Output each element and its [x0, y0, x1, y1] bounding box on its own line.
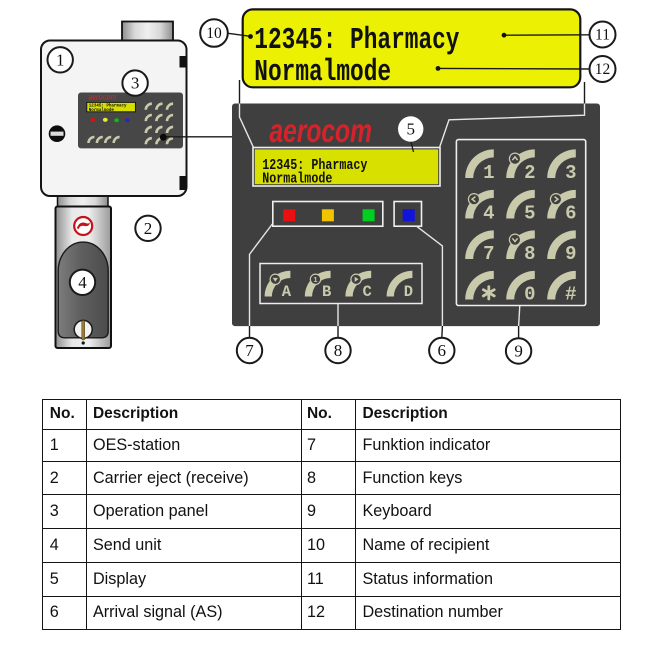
svg-text:1: 1	[483, 162, 494, 184]
svg-text:9: 9	[565, 243, 576, 265]
svg-text:6: 6	[438, 341, 447, 360]
svg-text:11: 11	[595, 27, 610, 44]
svg-text:3: 3	[565, 162, 576, 184]
svg-text:5: 5	[406, 120, 415, 139]
svg-text:6: 6	[565, 203, 576, 225]
svg-text:12345: Pharmacy: 12345: Pharmacy	[254, 23, 459, 58]
svg-text:9: 9	[514, 342, 523, 361]
svg-text:Normalmode: Normalmode	[254, 55, 391, 90]
svg-text:1: 1	[56, 50, 65, 69]
svg-text:2: 2	[144, 219, 153, 238]
svg-text:C: C	[363, 283, 372, 301]
svg-text:7: 7	[245, 341, 254, 360]
svg-text:Normalmode: Normalmode	[89, 108, 115, 113]
svg-text:aerocom: aerocom	[89, 92, 117, 102]
svg-text:12: 12	[595, 61, 611, 78]
svg-text:12345: Pharmacy: 12345: Pharmacy	[262, 157, 367, 174]
svg-text:A: A	[282, 283, 292, 301]
svg-text:#: #	[565, 284, 576, 306]
svg-text:3: 3	[131, 74, 140, 93]
svg-text:aerocom: aerocom	[270, 113, 372, 149]
svg-text:7: 7	[483, 243, 494, 265]
svg-text:4: 4	[78, 273, 87, 292]
svg-text:2: 2	[524, 162, 535, 184]
svg-text:8: 8	[334, 341, 343, 360]
svg-text:5: 5	[524, 203, 535, 225]
svg-text:10: 10	[206, 25, 222, 42]
svg-text:Normalmode: Normalmode	[262, 171, 332, 188]
svg-text:B: B	[322, 283, 331, 301]
svg-text:4: 4	[483, 203, 494, 225]
svg-text:1: 1	[313, 275, 317, 284]
svg-text:0: 0	[524, 284, 535, 306]
svg-text:D: D	[404, 283, 413, 301]
svg-text:12345: Pharmacy: 12345: Pharmacy	[89, 104, 127, 109]
svg-text:8: 8	[524, 243, 535, 265]
